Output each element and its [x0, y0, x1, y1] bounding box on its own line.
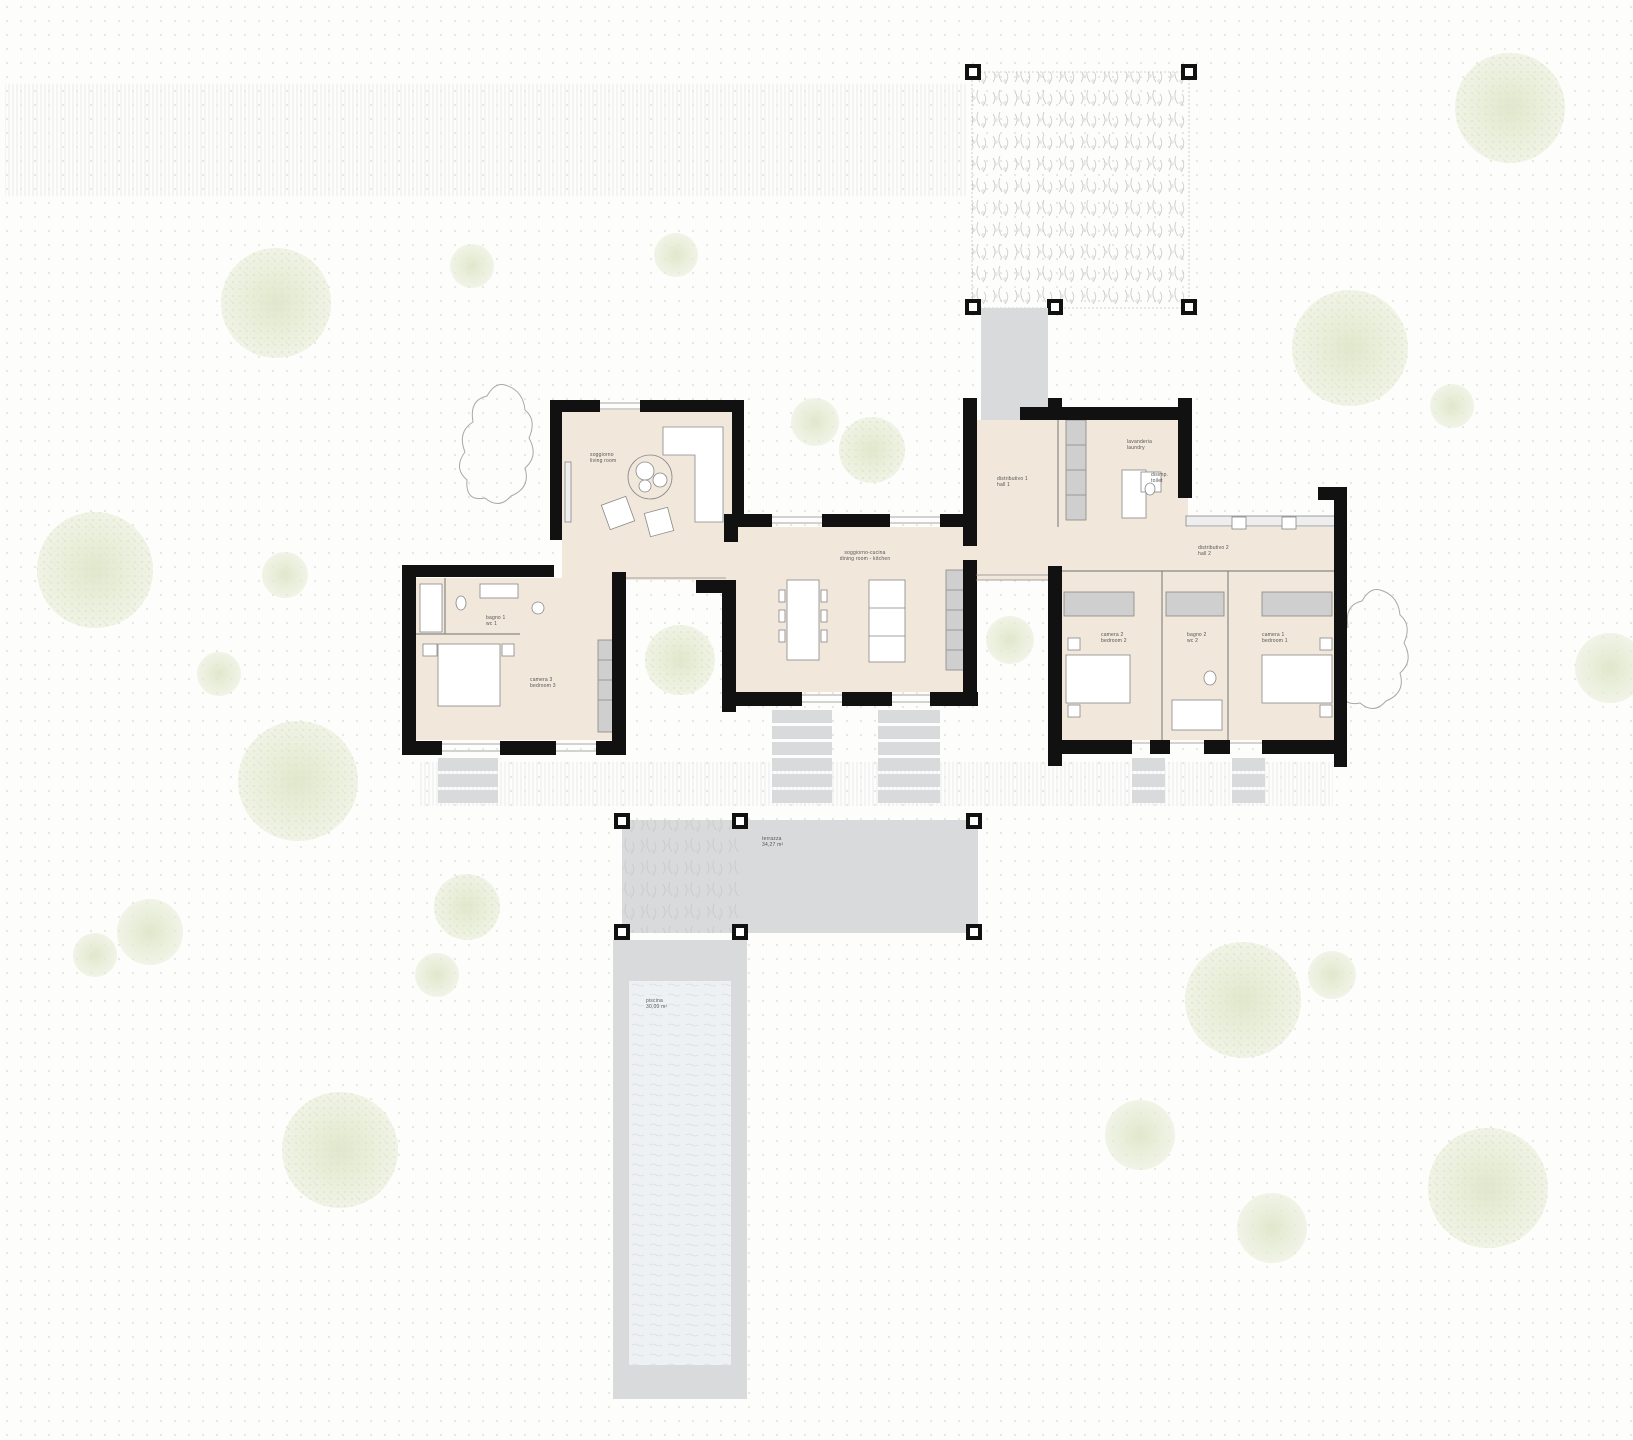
- tree-icon: [839, 417, 905, 483]
- tree-icon: [282, 1092, 398, 1208]
- room-subtitle: hall 2: [1198, 551, 1212, 557]
- room-name: soggiorno: [590, 452, 614, 458]
- tree-icon: [434, 874, 500, 940]
- room-label-bedroom-1: camera 1 bedroom 1: [1262, 632, 1288, 644]
- terrace: [614, 813, 982, 940]
- tree-icon: [986, 616, 1034, 664]
- shrub-icon: [1334, 589, 1409, 709]
- room-name: distributivo 2: [1198, 545, 1229, 551]
- room-label-pool: piscina 30,00 m²: [646, 998, 667, 1010]
- tree-icon: [645, 625, 715, 695]
- room-area: 30,00 m²: [646, 1004, 668, 1010]
- tree-icon: [1430, 384, 1474, 428]
- tree-icon: [37, 512, 153, 628]
- room-name: distributivo 1: [997, 476, 1028, 482]
- room-name: soggiorno-cucina: [844, 550, 886, 556]
- windows: [442, 402, 1262, 752]
- steps: [438, 710, 1265, 803]
- room-subtitle: hall 1: [997, 482, 1011, 488]
- tree-icon: [1428, 1128, 1548, 1248]
- tree-icon: [262, 552, 308, 598]
- garden-strip: [5, 84, 968, 196]
- room-subtitle: bedroom 1: [1262, 638, 1288, 644]
- tree-icon: [1575, 633, 1633, 703]
- room-name: disimp.: [1151, 472, 1169, 478]
- tree-icon: [1237, 1193, 1307, 1263]
- room-name: camera 1: [1262, 632, 1285, 638]
- room-subtitle: bedroom 3: [530, 683, 556, 689]
- room-label-living: soggiorno living room: [590, 452, 616, 464]
- tree-icon: [117, 899, 183, 965]
- room-name: bagno 2: [1187, 632, 1207, 638]
- room-name: camera 3: [530, 677, 553, 683]
- tree-icon: [1292, 290, 1408, 406]
- room-subtitle: wc 1: [486, 621, 498, 627]
- shrubs: [459, 384, 1409, 709]
- deck-band: [418, 762, 1333, 806]
- room-label-bedroom-3: camera 3 bedroom 3: [530, 677, 556, 689]
- shrub-icon: [459, 384, 534, 504]
- room-name: lavanderia: [1127, 439, 1153, 445]
- tree-icon: [238, 721, 358, 841]
- room-name: terrazza: [762, 836, 782, 842]
- room-subtitle: laundry: [1127, 445, 1145, 451]
- room-label-toilet: disimp. toilet: [1151, 472, 1168, 484]
- tree-icon: [73, 933, 117, 977]
- room-label-terrace: terrazza 34,27 m²: [762, 836, 783, 848]
- room-subtitle: wc 2: [1187, 638, 1199, 644]
- tree-icon: [450, 244, 494, 288]
- entrance-path: [981, 308, 1048, 420]
- tree-icon: [415, 953, 459, 997]
- room-label-dining: soggiorno-cucina dining room - kitchen: [810, 550, 920, 562]
- room-label-bath-2: bagno 2 wc 2: [1187, 632, 1206, 644]
- trees: [37, 53, 1633, 1263]
- room-area: 34,27 m²: [762, 842, 784, 848]
- room-subtitle: bedroom 2: [1101, 638, 1127, 644]
- room-label-bedroom-2: camera 2 bedroom 2: [1101, 632, 1127, 644]
- tree-icon: [654, 233, 698, 277]
- tree-icon: [1185, 942, 1301, 1058]
- room-label-laundry: lavanderia laundry: [1127, 439, 1152, 451]
- furniture: [419, 419, 1337, 733]
- room-label-hall-1: distributivo 1 hall 1: [997, 476, 1028, 488]
- tree-icon: [1455, 53, 1565, 163]
- room-name: bagno 1: [486, 615, 506, 621]
- room-label-hall-2: distributivo 2 hall 2: [1198, 545, 1229, 557]
- pergola-north: [965, 64, 1197, 315]
- pool: [613, 940, 747, 1399]
- room-subtitle: toilet: [1151, 478, 1163, 484]
- walls: [402, 398, 1347, 767]
- tree-icon: [1308, 951, 1356, 999]
- room-name: camera 2: [1101, 632, 1124, 638]
- room-label-bath-1: bagno 1 wc 1: [486, 615, 505, 627]
- room-name: piscina: [646, 998, 663, 1004]
- partitions: [416, 420, 1340, 740]
- tree-icon: [1105, 1100, 1175, 1170]
- tree-icon: [221, 248, 331, 358]
- room-subtitle: dining room - kitchen: [839, 556, 891, 562]
- room-subtitle: living room: [590, 458, 617, 464]
- tree-icon: [791, 398, 839, 446]
- tree-icon: [197, 652, 241, 696]
